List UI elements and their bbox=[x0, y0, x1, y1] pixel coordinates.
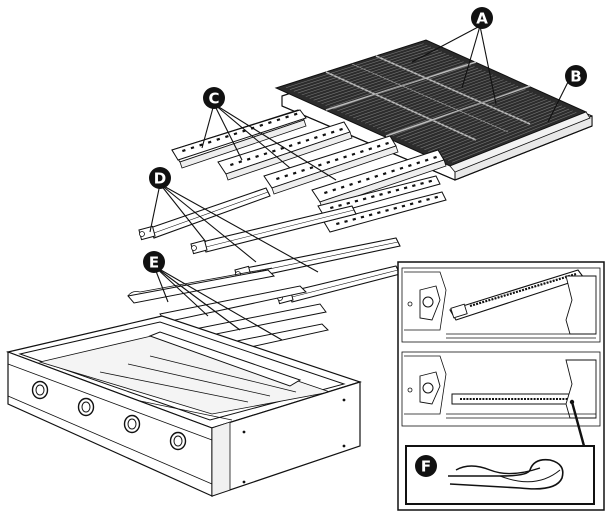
callout-b: B bbox=[565, 65, 587, 87]
flame-tamer bbox=[323, 191, 447, 233]
flame-tamer bbox=[317, 175, 441, 217]
callout-d-label: D bbox=[154, 170, 166, 188]
hairpin-clip-detail bbox=[405, 445, 595, 505]
control-knob bbox=[123, 414, 141, 434]
inset-burner-removal-view bbox=[401, 267, 601, 343]
callout-c: C bbox=[203, 87, 225, 109]
grill-body bbox=[5, 315, 362, 497]
callout-b-label: B bbox=[570, 68, 581, 86]
control-knob bbox=[169, 431, 187, 451]
callout-f-label: F bbox=[421, 458, 431, 476]
callout-c-label: C bbox=[208, 90, 219, 108]
burner-tube bbox=[276, 265, 401, 305]
flame-tamer bbox=[263, 135, 399, 195]
detail-inset bbox=[397, 261, 605, 511]
callout-f: F bbox=[415, 455, 437, 477]
callout-e-label: E bbox=[149, 254, 159, 272]
flame-tamers-assembly bbox=[171, 109, 447, 233]
callout-e: E bbox=[143, 251, 165, 273]
burner-tube bbox=[138, 187, 271, 241]
flame-tamer bbox=[311, 149, 447, 209]
control-knob bbox=[31, 380, 49, 400]
flame-tamer bbox=[171, 109, 307, 161]
inset-burner-installed-view bbox=[401, 351, 601, 427]
callout-d: D bbox=[149, 167, 171, 189]
hairpin-clip bbox=[448, 458, 564, 490]
cooking-grates-assembly bbox=[274, 39, 593, 181]
callout-a-label: A bbox=[476, 10, 488, 28]
callout-a: A bbox=[471, 7, 493, 29]
control-knob bbox=[77, 397, 95, 417]
leader-lines bbox=[149, 25, 569, 341]
